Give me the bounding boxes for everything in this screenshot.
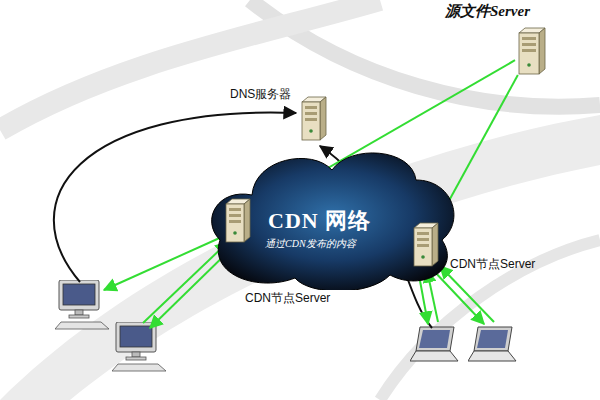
origin-server: 源文件Server (515, 27, 547, 75)
node-label: DNS服务器 (230, 88, 291, 102)
desktop-computer (55, 280, 109, 329)
cdn-node-server: CDN节点Server (222, 198, 252, 243)
node-label: CDN 网络 (268, 208, 371, 233)
laptop-computer (468, 327, 516, 361)
node-label: 源文件Server (445, 3, 530, 20)
delivery-line (432, 269, 484, 324)
node-subtitle: 通过CDN发布的内容 (265, 238, 356, 250)
cdn-cloud: CDN 网络通过CDN发布的内容 CDN节点Server (200, 140, 460, 290)
dns-server: DNS服务器 (298, 96, 328, 141)
node-label: CDN节点Server (450, 258, 535, 272)
server-icon (298, 96, 328, 141)
server-icon (222, 198, 252, 243)
desktop-computer (112, 322, 166, 371)
server-icon (410, 222, 440, 267)
node-label: CDN节点Server (245, 292, 330, 306)
server-icon (515, 27, 547, 75)
laptop-computer (410, 327, 458, 361)
delivery-line (440, 266, 494, 322)
cdn-node-server: CDN节点Server (410, 222, 440, 267)
background-swoosh (0, 115, 600, 400)
delivery-line (143, 242, 228, 323)
